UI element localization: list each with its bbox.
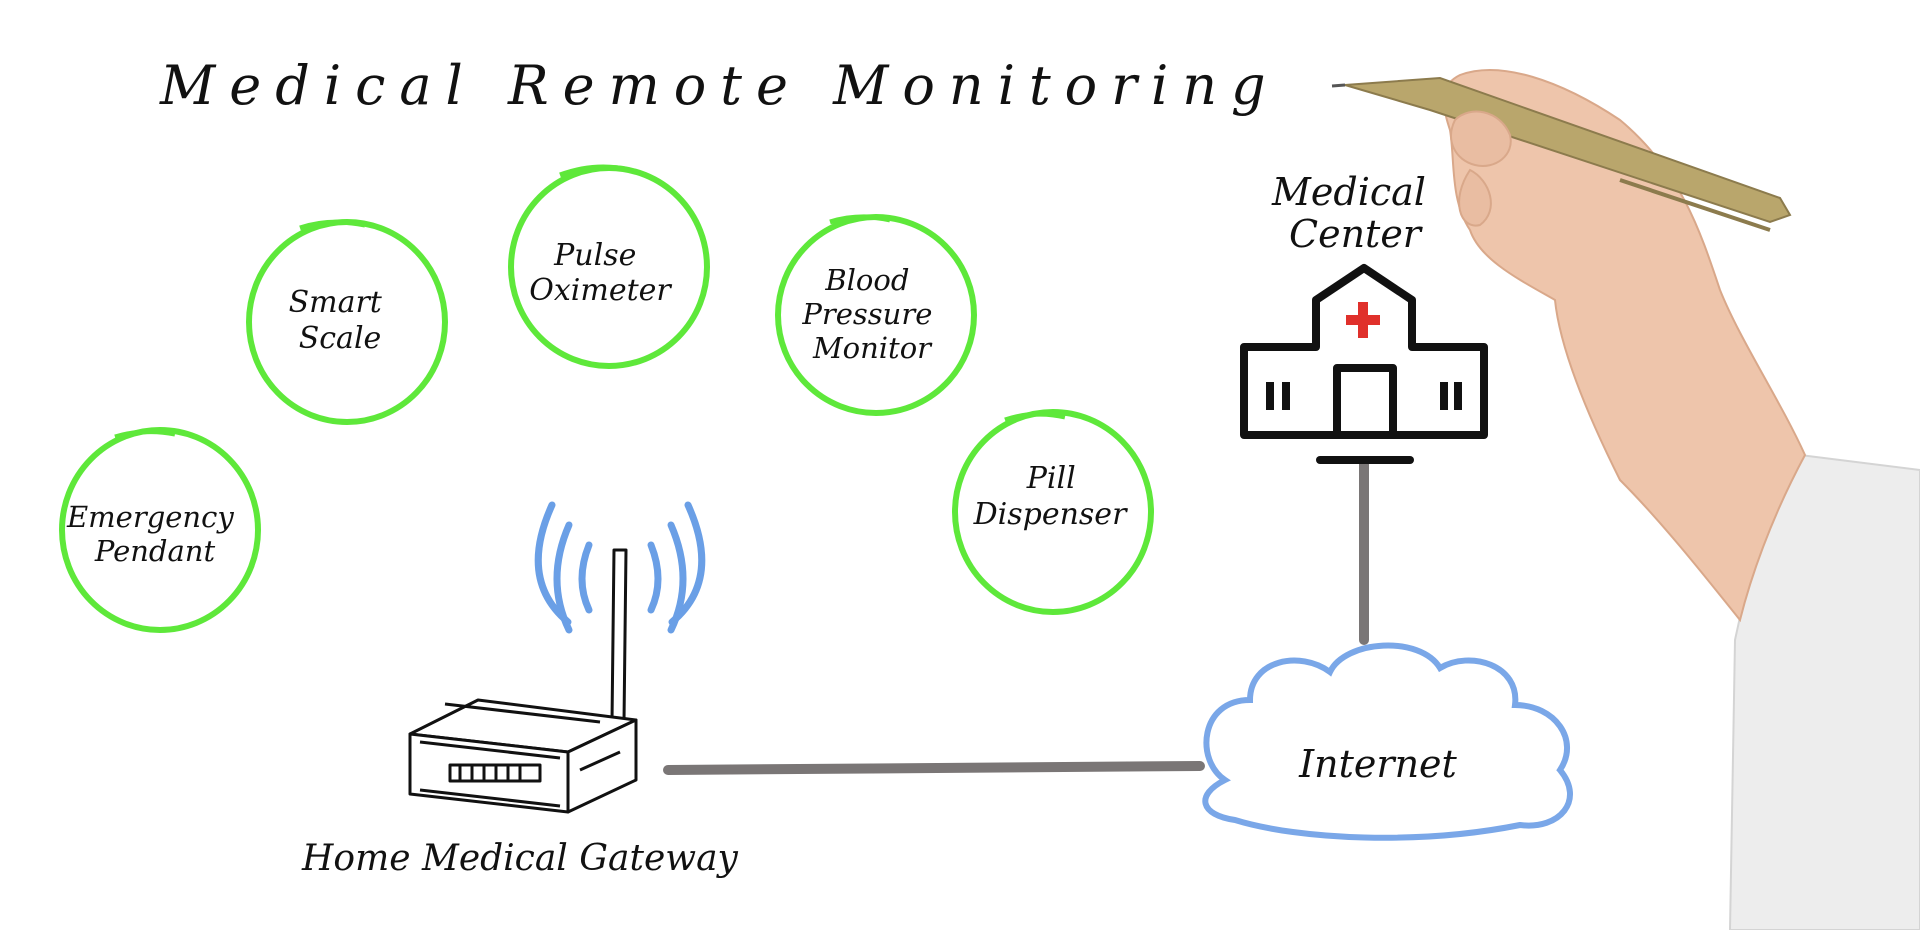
device-label: Emergency Pendant [66,500,243,568]
hospital-icon [1240,264,1488,464]
hand-with-pen-icon [1331,69,1920,930]
diagram-title: Medical Remote Monitoring [159,54,1280,117]
medical-center-label: Medical Center [1271,170,1438,256]
device-label: Smart Scale [289,285,392,356]
circle-stroke-overlap [299,219,366,231]
cloud-icon [1202,642,1573,841]
device-blood-pressure-monitor: Blood Pressure Monitor [775,214,977,416]
device-label: Pill Dispenser [973,461,1128,532]
circle-stroke-overlap [114,429,176,440]
device-pulse-oximeter: Pulse Oximeter [508,164,710,369]
router-icon [408,548,638,814]
circle-stroke-overlap [829,214,891,225]
wifi-signal-icon [534,501,706,634]
circle-outline [952,409,1154,615]
circle-stroke-overlap [1004,411,1066,423]
device-pill-dispenser: Pill Dispenser [952,409,1154,615]
gateway-label: Home Medical Gateway [301,838,739,879]
device-label: Blood Pressure Monitor [801,263,941,365]
circle-stroke-overlap [559,164,631,178]
device-smart-scale: Smart Scale [246,219,448,425]
device-label: Pulse Oximeter [529,238,672,308]
gateway-cloud-connector [663,761,1205,775]
device-emergency-pendant: Emergency Pendant [59,427,261,633]
cloud-label: Internet [1298,742,1457,786]
red-cross-icon [1346,302,1380,338]
